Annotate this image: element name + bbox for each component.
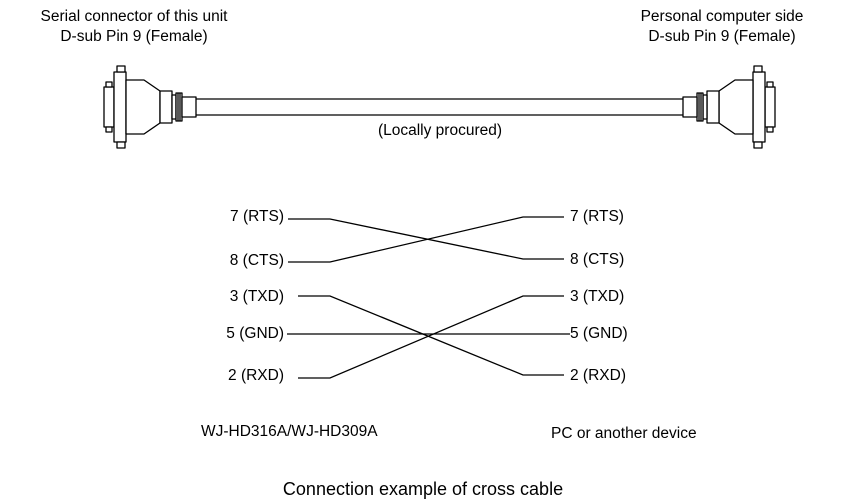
left-pin-label: 2 (RXD) (228, 367, 284, 384)
left-pin-label: 7 (RTS) (230, 208, 284, 225)
figure-caption: Connection example of cross cable (282, 479, 564, 499)
wire-rxd-to-txd (298, 295, 564, 379)
cable-body (196, 98, 683, 116)
cable-label: (Locally procured) (377, 122, 503, 139)
right-pin-label: 7 (RTS) (570, 208, 624, 225)
right-pin-label: 2 (RXD) (570, 367, 626, 384)
left-connector-title: Serial connector of this unit (40, 8, 228, 25)
right-pin-label: 3 (TXD) (570, 288, 625, 305)
left-pin-label: 3 (TXD) (229, 288, 284, 305)
right-pin-label: 8 (CTS) (570, 251, 625, 268)
right-device-label: PC or another device (551, 425, 697, 442)
left-dsub-connector (103, 65, 197, 149)
right-connector-subtitle: D-sub Pin 9 (Female) (648, 28, 796, 45)
left-pin-label: 8 (CTS) (229, 252, 284, 269)
wire-txd-to-rxd (298, 295, 564, 376)
right-connector-title: Personal computer side (640, 8, 804, 25)
cross-wiring (287, 216, 570, 379)
left-pin-label: 5 (GND) (226, 325, 284, 342)
left-connector-subtitle: D-sub Pin 9 (Female) (60, 28, 208, 45)
right-dsub-connector (682, 65, 776, 149)
left-device-label: WJ-HD316A/WJ-HD309A (201, 423, 378, 440)
right-pin-label: 5 (GND) (570, 325, 628, 342)
wire-cts-to-rts (288, 216, 564, 263)
